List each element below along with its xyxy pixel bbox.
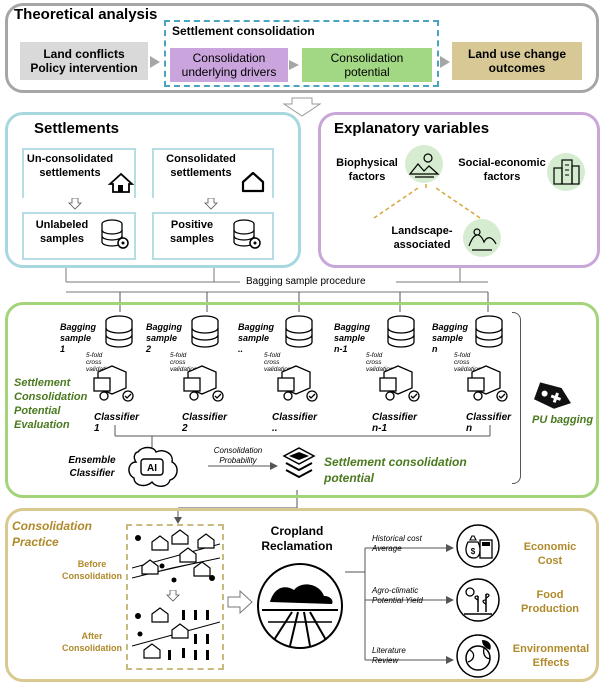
down-arrow-icon xyxy=(282,97,322,117)
outcomes-label: Land use change outcomes xyxy=(467,47,567,75)
pu-bracket xyxy=(512,312,521,484)
practice-dashed-box xyxy=(126,524,224,670)
land-conflicts-label: Land conflicts Policy intervention xyxy=(30,47,138,75)
cv-label: 5-fold cross validation xyxy=(264,352,292,373)
pu-bagging-label: PU bagging xyxy=(532,414,594,426)
landscape-icon xyxy=(463,219,501,257)
environment-globe-icon xyxy=(456,634,500,678)
cropland-label: Cropland Reclamation xyxy=(261,524,333,553)
database-icon xyxy=(285,315,313,348)
drivers-box: Consolidation underlying drivers xyxy=(170,48,288,82)
classifier-label: Classifier 2 xyxy=(182,412,228,434)
classifier-label: Classifier n xyxy=(466,412,512,434)
environmental-label: Environmental Effects xyxy=(512,643,590,669)
biophysical-label: Biophysical factors xyxy=(336,157,398,183)
house-icon xyxy=(108,172,134,193)
classifier-label: Classifier 1 xyxy=(94,412,140,434)
practice-title: Consolidation Practice xyxy=(12,519,92,549)
positive-label: Positive samples xyxy=(169,219,215,245)
classifier-icon xyxy=(379,365,420,402)
drivers-label: Consolidation underlying drivers xyxy=(181,51,277,79)
tag-icon xyxy=(534,382,571,409)
classifier-icon xyxy=(467,365,508,402)
database-gear-icon xyxy=(233,219,261,249)
probability-label: Consolidation Probability xyxy=(213,446,263,465)
bagging-sample-label: Bagging sample .. xyxy=(238,322,274,354)
cv-label: 5-fold cross validation xyxy=(86,352,114,373)
settlement-consolidation-label: Settlement consolidation xyxy=(172,24,315,38)
database-gear-icon xyxy=(101,219,129,249)
ai-text: AI xyxy=(147,463,157,474)
unconsolidated-box xyxy=(22,148,136,198)
unconsolidated-label: Un-consolidated settlements xyxy=(26,153,114,179)
classifier-icon xyxy=(93,365,134,402)
after-label: After Consolidation xyxy=(62,631,122,653)
result-label: Settlement consolidation potential xyxy=(324,455,467,485)
down-arrow-icon xyxy=(68,198,82,210)
bagging-sample-label: Bagging sample n-1 xyxy=(334,322,370,354)
classifier-icon xyxy=(277,365,318,402)
literature-label: Literature Review xyxy=(372,646,406,665)
after-village-map xyxy=(132,607,220,660)
arrow-icon xyxy=(150,56,160,68)
agro-label: Agro-climatic Potential Yield xyxy=(372,586,423,605)
theory-title: Theoretical analysis xyxy=(14,6,158,23)
cv-label: 5-fold cross validation xyxy=(366,352,394,373)
theoretical-analysis-panel xyxy=(5,3,599,93)
cv-label: 5-fold cross validation xyxy=(170,352,198,373)
settlements-panel xyxy=(5,112,301,268)
explanatory-panel xyxy=(318,112,600,268)
classifier-icon xyxy=(183,365,224,402)
right-arrow-icon xyxy=(227,589,253,615)
socioeconomic-label: Social-economic factors xyxy=(458,157,546,183)
ai-brain-icon: AI xyxy=(128,446,178,487)
bagging-sample-label: Bagging sample 2 xyxy=(146,322,182,354)
bagging-procedure-label: Bagging sample procedure xyxy=(246,276,366,287)
database-icon xyxy=(105,315,133,348)
before-village-map xyxy=(132,529,220,583)
bagging-sample-label: Bagging sample n xyxy=(432,322,468,354)
consolidated-label: Consolidated settlements xyxy=(166,153,236,179)
cv-label: 5-fold cross validation xyxy=(454,352,482,373)
database-icon xyxy=(387,315,415,348)
unlabeled-box xyxy=(22,212,136,260)
landscape-label: Landscape- associated xyxy=(391,225,453,251)
evaluation-label: Settlement Consolidation Potential Evalu… xyxy=(14,377,88,431)
outcomes-box: Land use change outcomes xyxy=(452,42,582,80)
food-label: Food Production xyxy=(520,589,580,615)
potential-label: Consolidation potential xyxy=(330,51,404,79)
food-production-icon xyxy=(456,578,500,622)
historical-label: Historical cost Average xyxy=(372,534,422,553)
database-icon xyxy=(191,315,219,348)
settlement-consolidation-dashed xyxy=(164,20,439,87)
positive-box xyxy=(152,212,274,260)
down-arrow-icon xyxy=(204,198,218,210)
classifier-label: Classifier n-1 xyxy=(372,412,418,434)
arrow-icon xyxy=(440,56,450,68)
city-buildings-icon xyxy=(547,153,585,191)
house-outline-icon xyxy=(241,171,265,193)
ensemble-label: Ensemble Classifier xyxy=(68,455,116,479)
layers-icon xyxy=(282,447,316,479)
down-arrow-icon xyxy=(166,590,180,602)
explanatory-title: Explanatory variables xyxy=(334,120,490,137)
bagging-sample-label: Bagging sample 1 xyxy=(60,322,96,354)
potential-box: Consolidation potential xyxy=(302,48,432,82)
before-label: Before Consolidation xyxy=(62,559,122,581)
settlements-title: Settlements xyxy=(34,120,120,137)
money-bag-calculator-icon: $ xyxy=(456,524,500,568)
practice-panel xyxy=(5,508,599,682)
economic-label: Economic Cost xyxy=(523,541,577,567)
arrow-icon xyxy=(289,60,299,70)
pu-bagging-panel xyxy=(5,302,599,498)
consolidated-box xyxy=(152,148,274,198)
land-conflicts-box: Land conflicts Policy intervention xyxy=(20,42,148,80)
database-icon xyxy=(475,315,503,348)
svg-text:$: $ xyxy=(471,547,476,556)
classifier-label: Classifier .. xyxy=(272,412,318,434)
unlabeled-label: Unlabeled samples xyxy=(35,219,89,245)
biophysical-icon xyxy=(405,145,443,183)
cropland-icon xyxy=(257,563,343,649)
